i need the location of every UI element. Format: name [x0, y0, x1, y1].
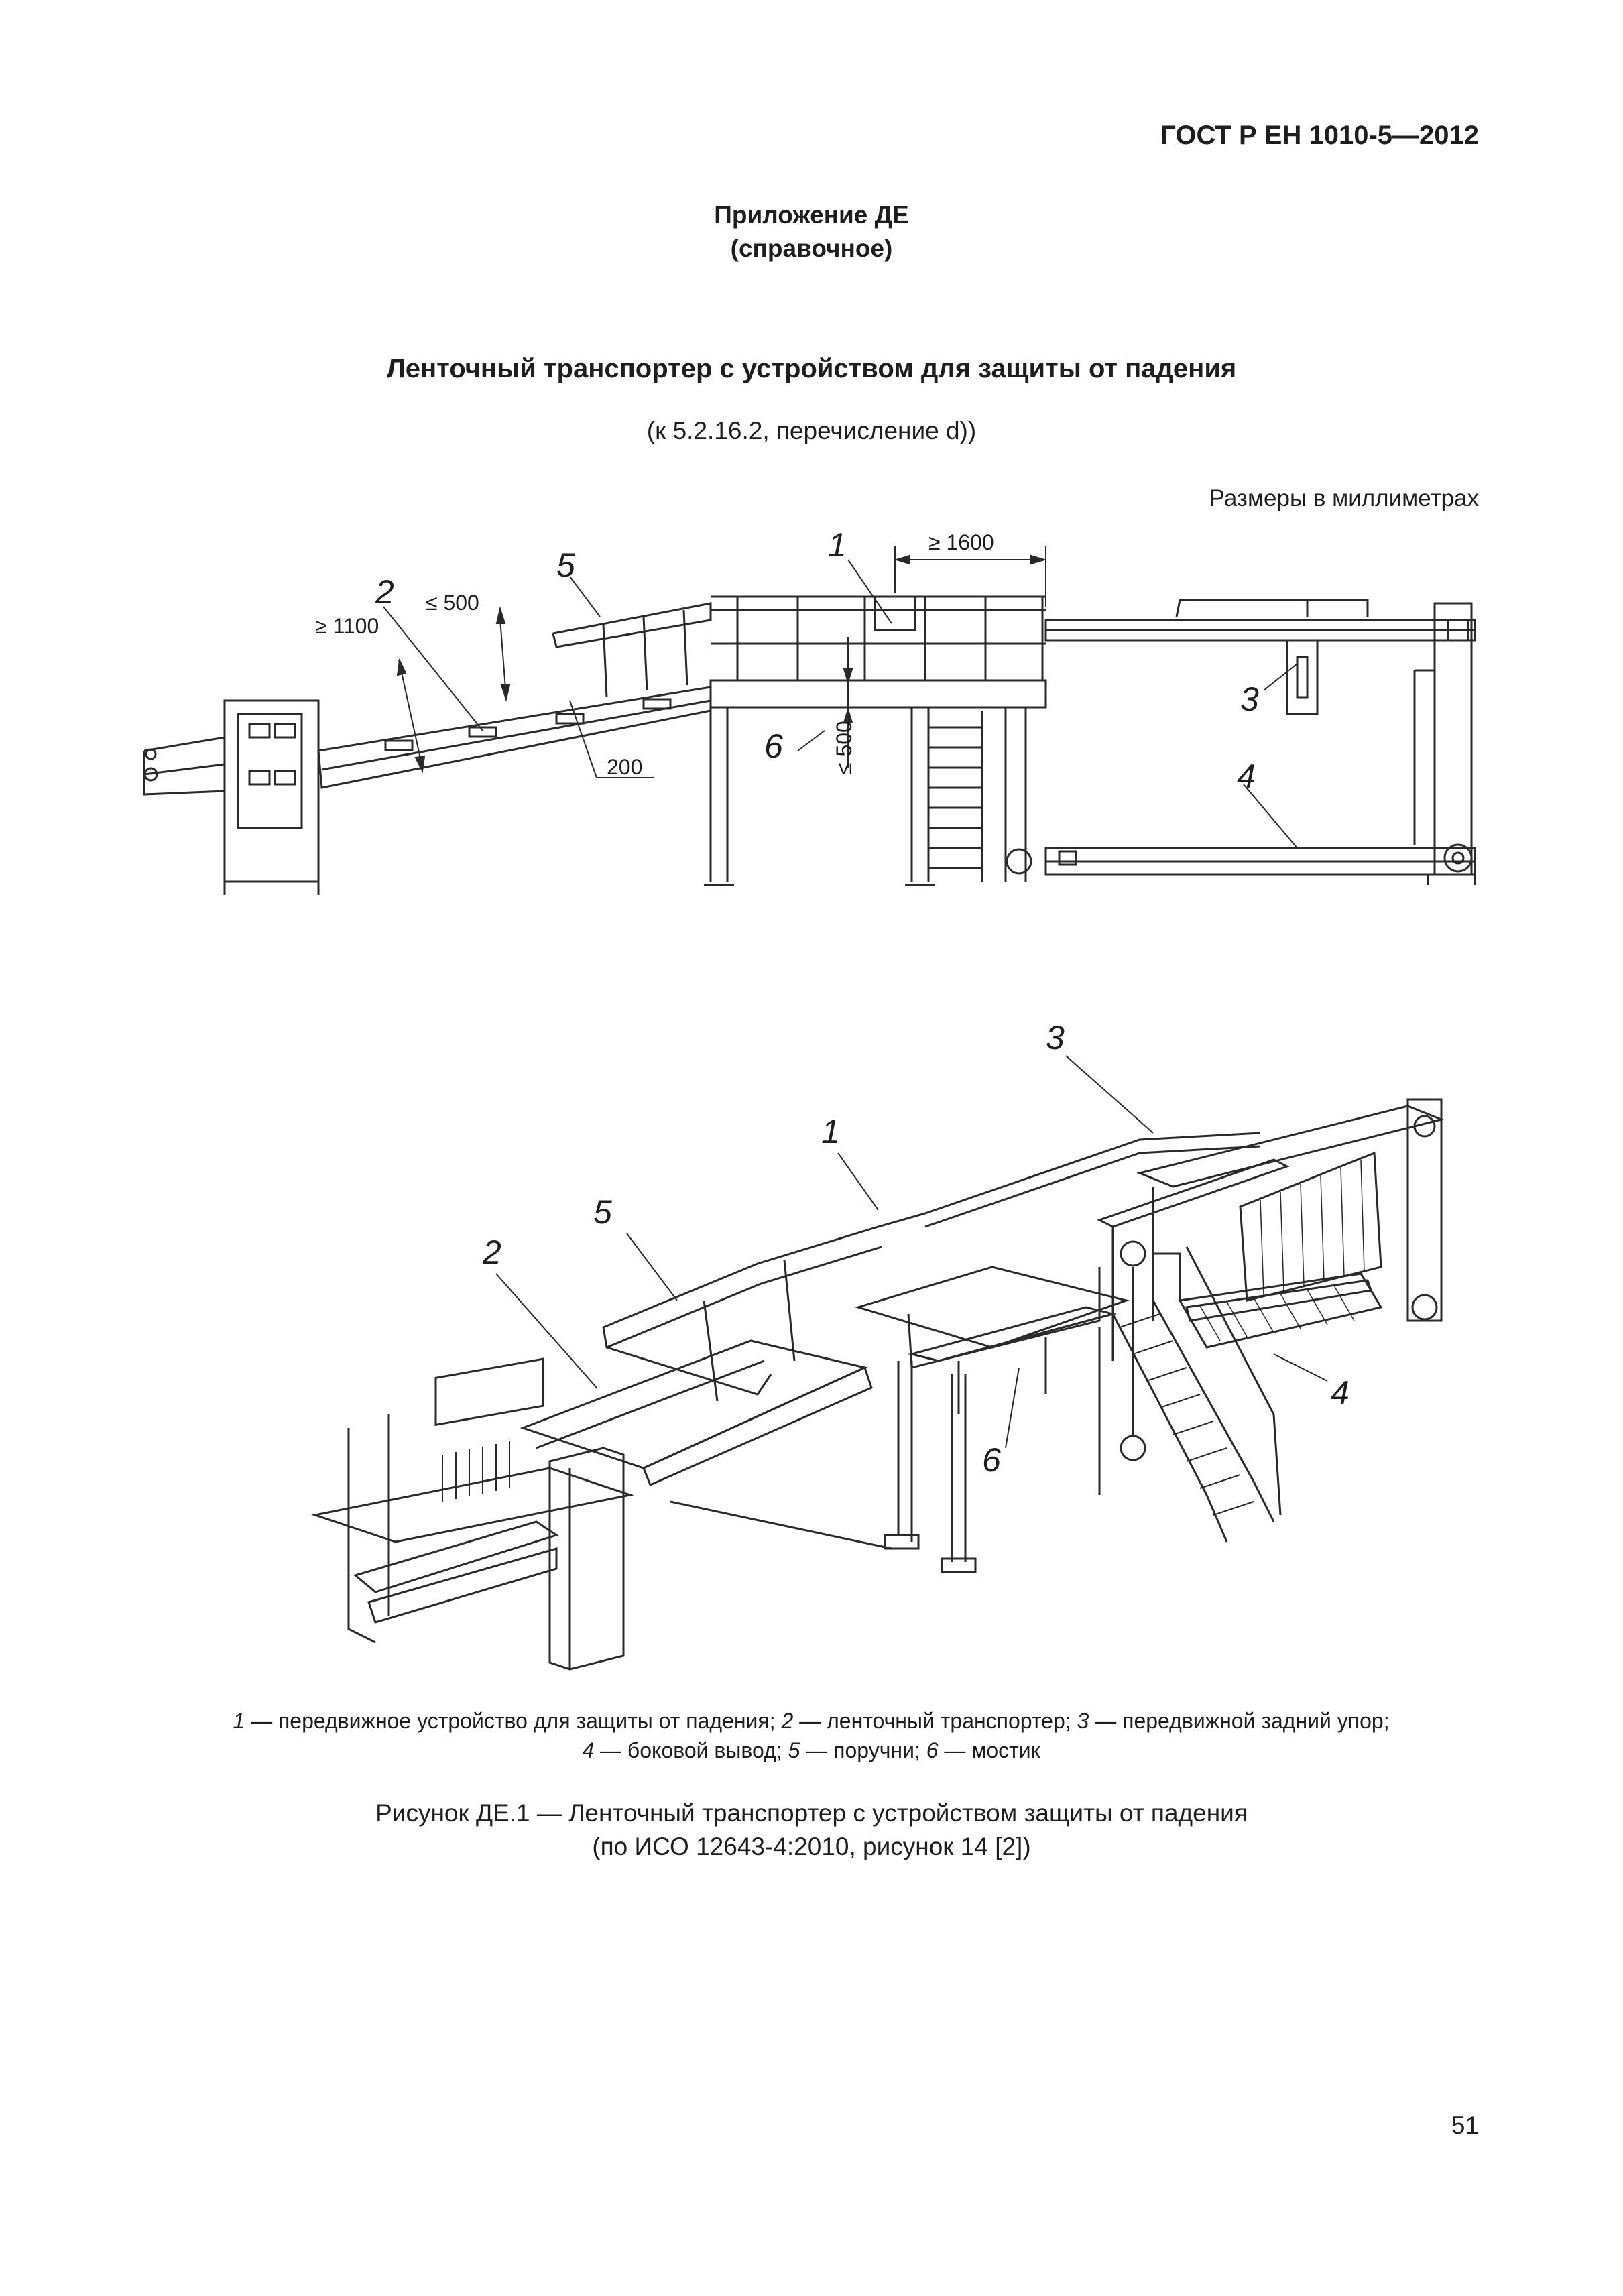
handrail-iso: [603, 1212, 926, 1329]
appendix-type: (справочное): [730, 235, 893, 262]
feeder-base: [311, 1467, 634, 1543]
grid-table: [1178, 1272, 1383, 1349]
top-dimensions: ≥ 1600 ≤ 500 ≥ 1100 200 ≤ 500: [315, 530, 994, 779]
iso-callout-6: 6: [982, 1441, 1001, 1479]
callout-4: 4: [1237, 758, 1256, 795]
iso-callout-2: 2: [482, 1233, 501, 1271]
callout-3: 3: [1240, 680, 1259, 718]
right-column: [1433, 602, 1473, 876]
platform-deck: [709, 679, 1047, 709]
figure-caption: Рисунок ДЕ.1 — Ленточный транспортер с у…: [0, 1797, 1623, 1864]
callout-5: 5: [556, 546, 575, 584]
iso-callout-3: 3: [1046, 1019, 1065, 1056]
top-callouts: 1 2 3 4 5 6: [375, 526, 1259, 795]
dim-200: 200: [607, 755, 642, 779]
inclined-belt: [317, 686, 712, 789]
rear-column: [1406, 1098, 1443, 1322]
callout-1: 1: [828, 526, 847, 564]
iso-callout-4: 4: [1331, 1374, 1349, 1412]
main-title: Ленточный транспортер с устройством для …: [386, 354, 1237, 383]
units-note: Размеры в миллиметрах: [1209, 485, 1479, 511]
dim-1600: ≥ 1600: [928, 530, 994, 554]
iso-callouts: 1 2 3 4 5 6: [482, 1019, 1349, 1479]
dim-1100: ≥ 1100: [315, 614, 379, 638]
callout-6: 6: [764, 727, 783, 765]
back-stop: [1286, 639, 1319, 715]
callout-2: 2: [375, 573, 394, 611]
inclined-handrail: [552, 602, 712, 648]
caption-line-1: Рисунок ДЕ.1 — Ленточный транспортер с у…: [375, 1799, 1248, 1827]
dim-500-rail: ≤ 500: [426, 591, 479, 615]
platform-iso: [854, 1266, 1130, 1349]
belt-conveyor-iso: [520, 1339, 868, 1469]
caption-line-2: (по ИСО 12643-4:2010, рисунок 14 [2]): [592, 1833, 1031, 1860]
figure-legend: 1 — передвижное устройство для защиты от…: [154, 1706, 1468, 1765]
stair-steps: [928, 726, 982, 869]
dim-500-platform: ≤ 500: [832, 721, 856, 774]
side-view-drawing: 1 2 3 4 5 6 ≥ 1600 ≤ 500 ≥ 1100 200 ≤ 50…: [143, 526, 1476, 895]
iso-callout-1: 1: [821, 1113, 840, 1150]
rear-frame-top: [1136, 1105, 1445, 1188]
iso-callout-5: 5: [593, 1193, 612, 1231]
legend-line-1: 1 — передвижное устройство для защиты от…: [233, 1709, 1390, 1733]
appendix-title: Приложение ДЕ: [714, 201, 909, 229]
isometric-drawing: 1 2 3 4 5 6: [311, 1019, 1445, 1671]
reference-line: (к 5.2.16.2, перечисление d)): [646, 417, 977, 444]
feeder-cabinet: [548, 1447, 625, 1671]
page-number: 51: [1451, 2112, 1479, 2139]
legend-line-2: 4 — боковой вывод; 5 — поручни; 6 — мост…: [582, 1738, 1040, 1762]
stair-steps-iso: [1119, 1313, 1254, 1516]
standard-header: ГОСТ Р ЕН 1010-5—2012: [1160, 121, 1479, 150]
